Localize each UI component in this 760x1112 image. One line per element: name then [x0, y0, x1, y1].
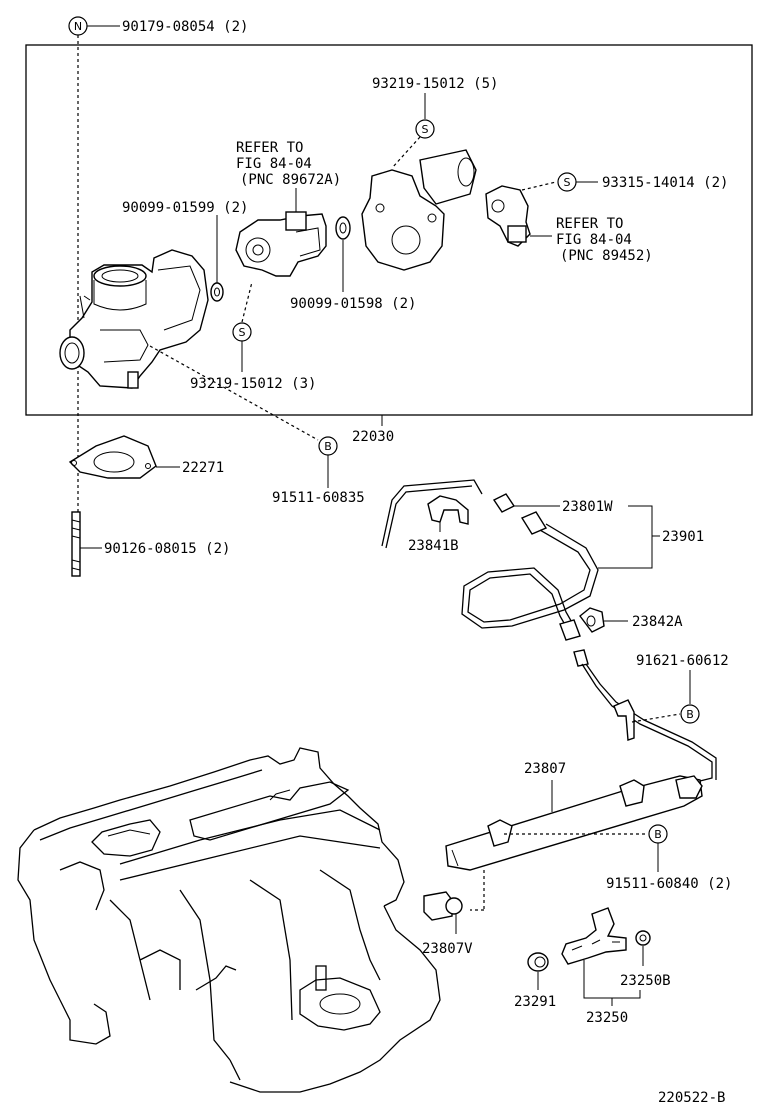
marker-s-lower: S [232, 322, 252, 342]
clip-23841b [427, 495, 469, 525]
insulator-23291 [527, 952, 549, 972]
label-23901: 23901 [662, 529, 704, 545]
label-93315-14014: 93315-14014 (2) [602, 175, 728, 191]
gasket-90099-01598 [335, 216, 351, 240]
label-23842a: 23842A [632, 614, 683, 630]
label-22271: 22271 [182, 460, 224, 476]
label-23801w: 23801W [562, 499, 613, 515]
svg-text:S: S [239, 326, 246, 339]
label-23250: 23250 [586, 1010, 628, 1026]
marker-b-91511-60840: B [648, 824, 668, 844]
throttle-body [59, 249, 209, 389]
throttle-motor-housing [361, 149, 477, 271]
marker-n: N [68, 16, 88, 36]
svg-text:S: S [564, 176, 571, 189]
label-23250b: 23250B [620, 973, 671, 989]
marker-b-91511-60835: B [318, 436, 338, 456]
svg-text:B: B [324, 440, 332, 453]
damper-23807v [423, 891, 463, 921]
fuel-rail-23807 [445, 775, 703, 871]
svg-text:N: N [74, 20, 82, 33]
assembly-frame [25, 44, 753, 416]
svg-text:S: S [422, 123, 429, 136]
washer-90099-01599 [210, 282, 224, 302]
label-93219-15012-5: 93219-15012 (5) [372, 76, 498, 92]
label-refer-2-line1: REFER TO [556, 216, 623, 232]
engine-cylinder-head [17, 747, 441, 1093]
diagram-id: 220522-B [658, 1090, 725, 1106]
svg-text:B: B [654, 828, 662, 841]
label-90099-01599: 90099-01599 (2) [122, 200, 248, 216]
label-refer-1-line2: FIG 84-04 [236, 156, 312, 172]
label-93219-15012-3: 93219-15012 (3) [190, 376, 316, 392]
label-90179-08054: 90179-08054 (2) [122, 19, 248, 35]
o-ring-23250b [635, 930, 651, 946]
label-90099-01598: 90099-01598 (2) [290, 296, 416, 312]
gasket-22271 [68, 435, 157, 479]
marker-s-upper: S [415, 119, 435, 139]
label-23291: 23291 [514, 994, 556, 1010]
label-91621-60612: 91621-60612 [636, 653, 729, 669]
label-91511-60840: 91511-60840 (2) [606, 876, 732, 892]
marker-s-right: S [557, 172, 577, 192]
clamp-23842a [579, 607, 605, 633]
stud-90126-08015 [71, 511, 81, 577]
label-refer-1-line3: (PNC 89672A) [240, 172, 341, 188]
label-23807: 23807 [524, 761, 566, 777]
label-refer-1-line1: REFER TO [236, 140, 303, 156]
label-refer-2-line2: FIG 84-04 [556, 232, 632, 248]
label-91511-60835: 91511-60835 [272, 490, 365, 506]
throttle-position-sensor [485, 185, 531, 247]
label-23807v: 23807V [422, 941, 473, 957]
svg-text:B: B [686, 708, 694, 721]
hose-line [381, 479, 483, 547]
label-90126-08015: 90126-08015 (2) [104, 541, 230, 557]
hose-assembly-23901 [461, 493, 599, 641]
fuel-injector-23250 [561, 907, 627, 965]
label-22030: 22030 [352, 429, 394, 445]
marker-b-91621-60612: B [680, 704, 700, 724]
label-refer-2-line3: (PNC 89452) [560, 248, 653, 264]
isc-valve [235, 211, 327, 277]
label-23841b: 23841B [408, 538, 459, 554]
